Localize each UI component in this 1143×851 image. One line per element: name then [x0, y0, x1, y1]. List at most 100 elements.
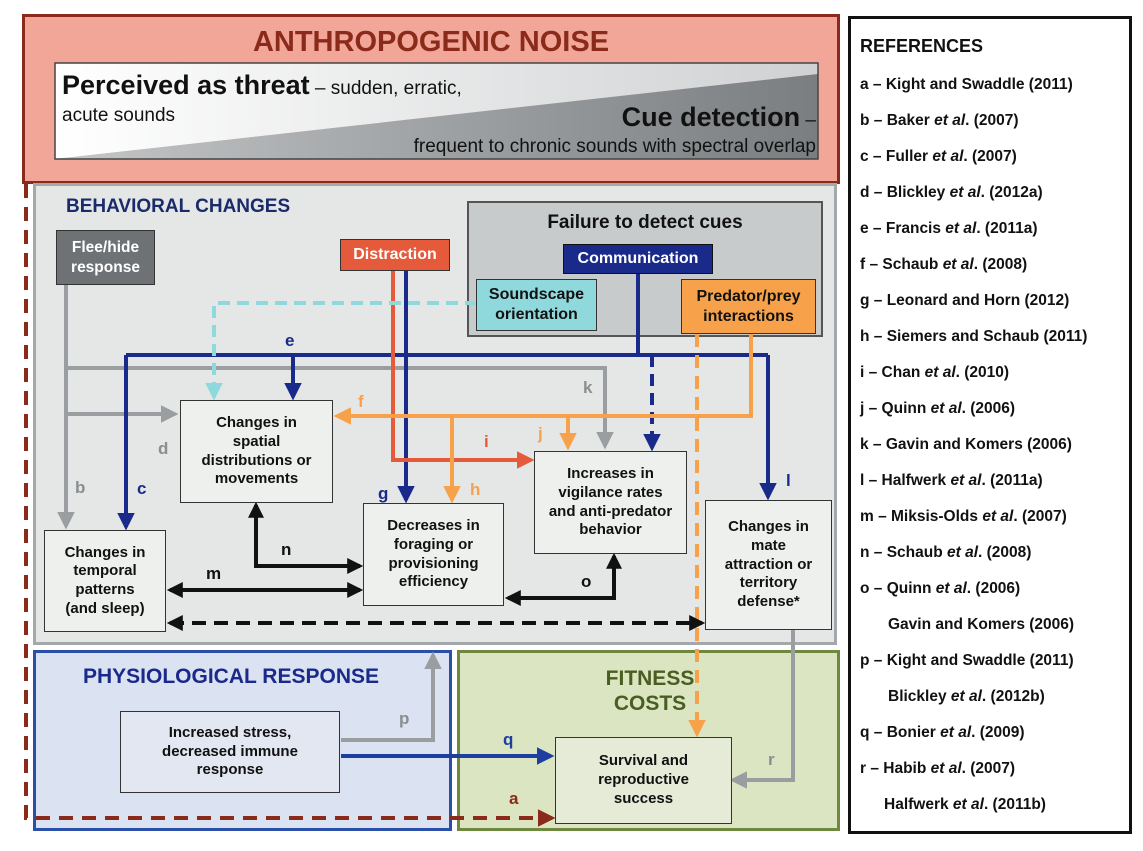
mate-line: attraction or [724, 555, 813, 573]
reference-item: p – Kight and Swaddle (2011) [860, 652, 1074, 670]
flee-hide-box: Flee/hide response [56, 230, 155, 285]
ref-text: n – Schaub [860, 544, 947, 561]
temporal-line: Changes in [64, 543, 146, 561]
spatial-line: Changes in [216, 414, 297, 431]
label-j: j [538, 424, 543, 443]
mate-line: territory [739, 574, 798, 592]
mate-line: Changes in [728, 518, 809, 536]
ref-text: d – Blickley [860, 184, 950, 201]
vigilance-line: Increases in [567, 465, 654, 482]
temporal-line: patterns [75, 581, 135, 598]
ref-italic: et al [942, 256, 974, 273]
flee-line1: Flee/hide [71, 239, 140, 257]
reference-item: Blickley et al. (2012b) [888, 688, 1045, 706]
threat-bold: Perceived as threat [62, 70, 310, 100]
vigilance-line: vigilance rates [558, 483, 663, 501]
ref-text: f – Schaub [860, 256, 943, 273]
arrow-k [66, 366, 614, 450]
ref-italic: et al [935, 580, 967, 597]
reference-item: l – Halfwerk et al. (2011a) [860, 472, 1043, 490]
vigilance-box: Increases in vigilance rates and anti-pr… [534, 451, 687, 554]
ref-text: i – Chan [860, 364, 925, 381]
ref-text: . (2010) [955, 364, 1010, 381]
label-e: e [285, 331, 295, 350]
label-h: h [470, 480, 481, 499]
spatial-box: Changes in spatial distributions or move… [180, 400, 333, 503]
temporal-line: (and sleep) [65, 599, 145, 617]
arrow-soundscape [205, 301, 477, 401]
flee-line2: response [71, 258, 140, 276]
arrow-p [341, 651, 442, 742]
reference-item: a – Kight and Swaddle (2011) [860, 76, 1073, 94]
arrow-r [729, 630, 795, 789]
label-p: p [399, 709, 410, 728]
ref-italic: et al [950, 688, 982, 705]
distraction-box: Distraction [340, 239, 450, 271]
ref-italic: et al [930, 760, 962, 777]
mate-line: defense* [737, 593, 800, 611]
label-f: f [358, 392, 364, 411]
mate-line: mate [750, 536, 787, 554]
vigilance-line: behavior [579, 521, 642, 539]
temporal-line: temporal [73, 562, 137, 580]
predator-line2: interactions [703, 307, 794, 325]
label-c: c [137, 479, 147, 498]
reference-item: n – Schaub et al. (2008) [860, 544, 1031, 562]
spatial-line: distributions or [201, 451, 312, 469]
ref-text: . (2012b) [981, 688, 1045, 705]
ref-text: a – Kight and Swaddle (2011) [860, 76, 1073, 93]
label-i: i [484, 432, 489, 451]
foraging-line: Decreases in [387, 517, 480, 534]
stress-line: response [196, 761, 264, 779]
ref-text: . (2012a) [980, 184, 1043, 201]
arrow-n [248, 501, 364, 574]
label-m: m [206, 564, 222, 583]
foraging-line: foraging or [393, 535, 474, 553]
foraging-line: efficiency [398, 573, 469, 591]
foraging-box: Decreases in foraging or provisioning ef… [363, 503, 504, 606]
wedge-lower [55, 74, 818, 159]
spatial-line: movements [214, 470, 299, 488]
ref-text: Halfwerk [884, 796, 953, 813]
ref-text: . (2008) [978, 544, 1032, 561]
temporal-box: Changes in temporal patterns (and sleep) [44, 530, 166, 632]
ref-text: j – Quinn [860, 400, 931, 417]
survival-line: Survival and [598, 752, 689, 770]
ref-italic: et al [982, 508, 1014, 525]
cue-text: Cue detection – [560, 102, 816, 133]
reference-item: f – Schaub et al. (2008) [860, 256, 1027, 274]
ref-text: Blickley [888, 688, 951, 705]
reference-item: o – Quinn et al. (2006) [860, 580, 1020, 598]
reference-item: k – Gavin and Komers (2006) [860, 436, 1072, 454]
ref-text: . (2007) [961, 760, 1016, 777]
ref-text: b – Baker [860, 112, 935, 129]
reference-item: g – Leonard and Horn (2012) [860, 292, 1069, 310]
failure-title: Failure to detect cues [547, 212, 743, 233]
foraging-line: provisioning [388, 554, 479, 572]
references-title: REFERENCES [860, 36, 984, 56]
references-panel [848, 16, 1132, 834]
ref-text: . (2006) [961, 400, 1016, 417]
label-o: o [581, 572, 592, 591]
ref-text: h – Siemers and Schaub (2011) [860, 328, 1088, 345]
reference-item: m – Miksis-Olds et al. (2007) [860, 508, 1067, 526]
reference-item: i – Chan et al. (2010) [860, 364, 1009, 382]
ref-italic: et al [947, 544, 979, 561]
survival-box: Survival and reproductive success [555, 737, 732, 824]
noise-title: ANTHROPOGENIC NOISE [252, 25, 610, 58]
fitness-title: FITNESS COSTS [580, 665, 720, 717]
arrow-o [504, 552, 622, 606]
wedge-border [54, 62, 819, 160]
ref-text: . (2007) [963, 148, 1017, 165]
soundscape-line1: Soundscape [488, 286, 585, 303]
ref-text: . (2011b) [983, 796, 1046, 813]
label-d: d [158, 439, 169, 458]
stress-line: decreased immune [162, 742, 298, 760]
threat-text: Perceived as threat – sudden, erratic, [62, 70, 582, 101]
ref-text: . (2009) [971, 724, 1025, 741]
ref-text: . (2011a) [976, 220, 1038, 237]
communication-box: Communication [563, 244, 713, 274]
ref-text: m – Miksis-Olds [860, 508, 983, 525]
ref-text: . (2007) [1013, 508, 1067, 525]
